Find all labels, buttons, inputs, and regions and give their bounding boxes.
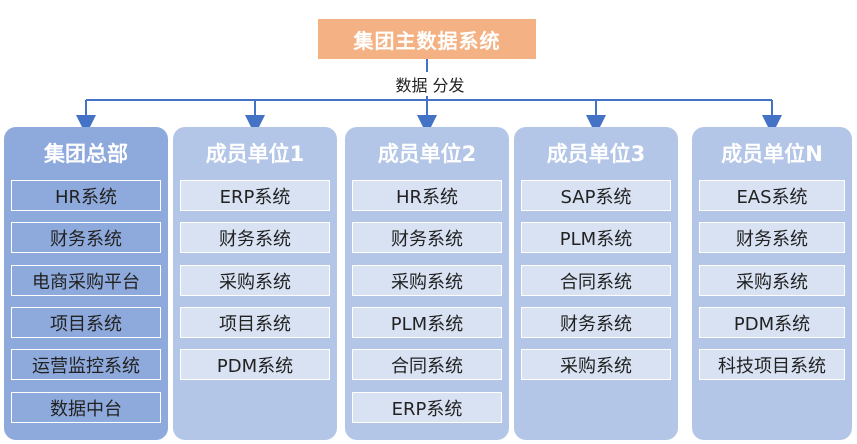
column-title: 成员单位2: [377, 142, 477, 166]
column-member-2: 成员单位2 HR系统 财务系统 采购系统 PLM系统 合同系统 ERP系统: [345, 127, 509, 440]
system-item: 财务系统: [352, 222, 502, 253]
column-hq: 集团总部 HR系统 财务系统 电商采购平台 项目系统 运营监控系统 数据中台: [4, 127, 168, 440]
system-item: ERP系统: [352, 392, 502, 423]
system-item: 合同系统: [352, 349, 502, 380]
column-title: 成员单位1: [205, 142, 305, 166]
system-item: 财务系统: [699, 222, 845, 253]
system-item: PLM系统: [352, 307, 502, 338]
master-data-system-box: 集团主数据系统: [318, 19, 536, 59]
system-item: SAP系统: [521, 180, 671, 211]
system-item: 合同系统: [521, 265, 671, 296]
column-title: 集团总部: [44, 142, 128, 166]
system-item: 运营监控系统: [11, 349, 161, 380]
system-item: HR系统: [11, 180, 161, 211]
system-item: 科技项目系统: [699, 349, 845, 380]
system-item: 项目系统: [11, 307, 161, 338]
system-item: 采购系统: [180, 265, 330, 296]
system-item: PDM系统: [180, 349, 330, 380]
column-member-n: 成员单位N EAS系统 财务系统 采购系统 PDM系统 科技项目系统: [692, 127, 852, 440]
system-item: 数据中台: [11, 392, 161, 423]
system-item: 财务系统: [521, 307, 671, 338]
system-item: 项目系统: [180, 307, 330, 338]
system-item: HR系统: [352, 180, 502, 211]
system-item: 采购系统: [699, 265, 845, 296]
column-member-1: 成员单位1 ERP系统 财务系统 采购系统 项目系统 PDM系统: [173, 127, 337, 440]
data-distribution-label: 数据 分发: [375, 72, 485, 96]
column-member-3: 成员单位3 SAP系统 PLM系统 合同系统 财务系统 采购系统: [514, 127, 678, 440]
system-item: EAS系统: [699, 180, 845, 211]
system-item: 财务系统: [11, 222, 161, 253]
system-item: PLM系统: [521, 222, 671, 253]
system-item: ERP系统: [180, 180, 330, 211]
system-item: 电商采购平台: [11, 265, 161, 296]
column-title: 成员单位3: [546, 142, 646, 166]
master-data-system-title: 集团主数据系统: [353, 28, 501, 53]
column-title: 成员单位N: [721, 142, 823, 166]
system-item: 采购系统: [521, 349, 671, 380]
system-item: 采购系统: [352, 265, 502, 296]
system-item: PDM系统: [699, 307, 845, 338]
system-item: 财务系统: [180, 222, 330, 253]
